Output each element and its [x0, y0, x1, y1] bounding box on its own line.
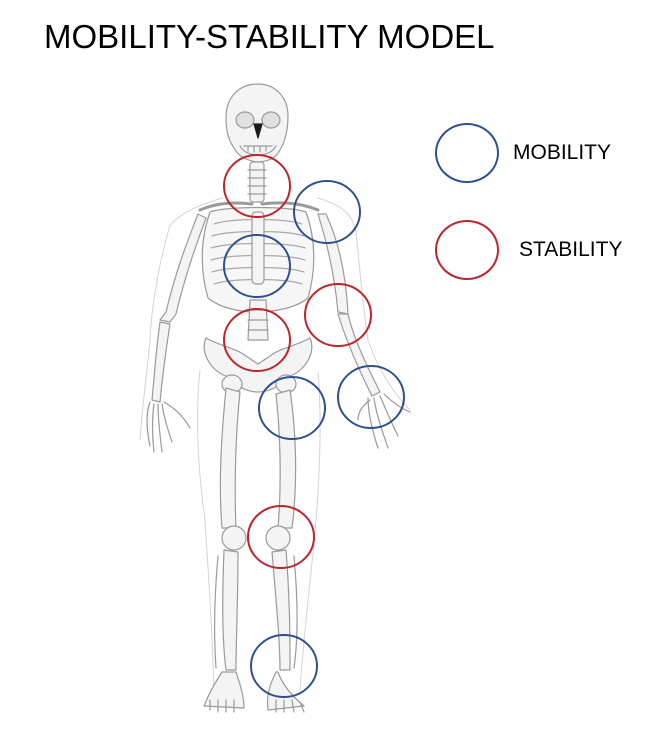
nasal-cavity: [253, 123, 263, 139]
cervical-spine: [249, 161, 265, 203]
fibula-left: [214, 555, 219, 669]
ring-cervical-spine: [223, 154, 291, 218]
clavicle-right: [260, 201, 320, 212]
foot-left: [203, 671, 245, 709]
hand-right: [357, 393, 411, 449]
tibia-left: [222, 549, 239, 671]
humerus-left: [159, 213, 207, 323]
legend-stability: STABILITY: [435, 220, 622, 280]
patella-right: [265, 525, 291, 551]
ring-ankle: [250, 634, 318, 698]
sternum: [251, 211, 265, 285]
ring-lumbar-spine: [223, 308, 291, 372]
radius-ulna-left: [151, 321, 171, 403]
fibula-right: [293, 555, 298, 669]
humerus-right: [317, 213, 349, 315]
hand-left: [146, 401, 191, 453]
teeth: [243, 145, 273, 153]
mobility-ring-icon: [435, 123, 499, 183]
legend-mobility: MOBILITY: [435, 123, 611, 183]
femur-left: [219, 387, 241, 529]
ring-hip: [258, 376, 326, 440]
page-title: MOBILITY-STABILITY MODEL: [44, 18, 495, 55]
ring-elbow: [304, 283, 372, 347]
legend-stability-label: STABILITY: [519, 238, 623, 261]
ring-thoracic-spine: [223, 234, 291, 298]
eye-socket-left: [235, 111, 255, 129]
eye-socket-right: [261, 111, 281, 129]
ring-shoulder: [293, 180, 361, 244]
ring-knee: [247, 505, 315, 569]
foot-right: [266, 671, 305, 711]
clavicle-left: [198, 201, 254, 212]
legend-mobility-label: MOBILITY: [513, 141, 612, 164]
radius-ulna-right: [337, 313, 381, 397]
tibia-right: [271, 549, 291, 671]
patella-left: [221, 525, 247, 551]
stability-ring-icon: [435, 220, 499, 280]
ring-wrist: [337, 365, 405, 429]
